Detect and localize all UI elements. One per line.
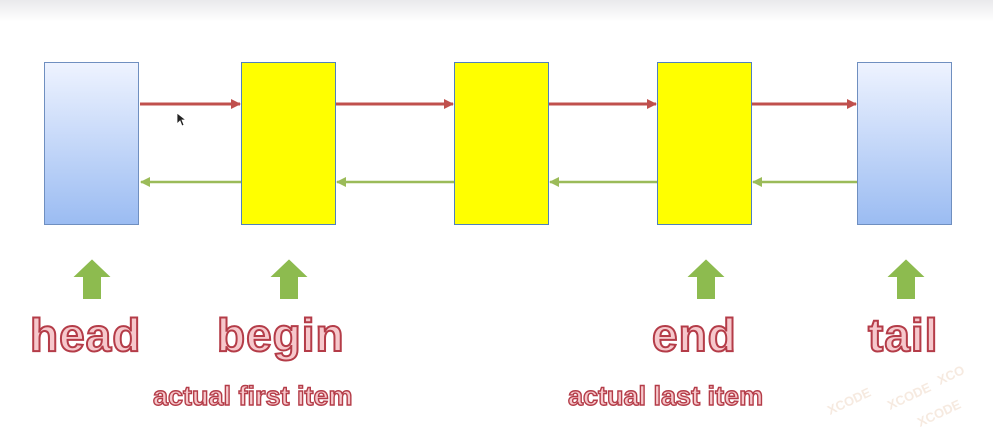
first-item-node (241, 62, 336, 225)
end-note: actual last item (567, 381, 764, 411)
begin-label: begin (216, 309, 345, 361)
begin-note: actual first item (152, 381, 353, 411)
tail-label: tail (867, 309, 939, 361)
head-pointer-arrow-icon (69, 256, 115, 301)
last-item-node (657, 62, 752, 225)
svg-text:XCO: XCO (935, 362, 967, 388)
tail-pointer-arrow-icon (883, 256, 929, 301)
begin-pointer-arrow-icon (266, 256, 312, 301)
tail-sentinel-node (857, 62, 952, 225)
svg-text:XCODE: XCODE (825, 384, 874, 417)
svg-text:XCODE: XCODE (915, 396, 964, 428)
end-label: end (651, 309, 737, 361)
watermark-logo: XCODE XCODE XCO XCODE (825, 362, 967, 428)
svg-text:XCODE: XCODE (885, 379, 934, 412)
mouse-cursor-icon (177, 113, 187, 127)
middle-item-node (454, 62, 549, 225)
end-pointer-arrow-icon (683, 256, 729, 301)
head-sentinel-node (44, 62, 139, 225)
head-label: head (29, 309, 142, 361)
top-bar (0, 0, 993, 22)
